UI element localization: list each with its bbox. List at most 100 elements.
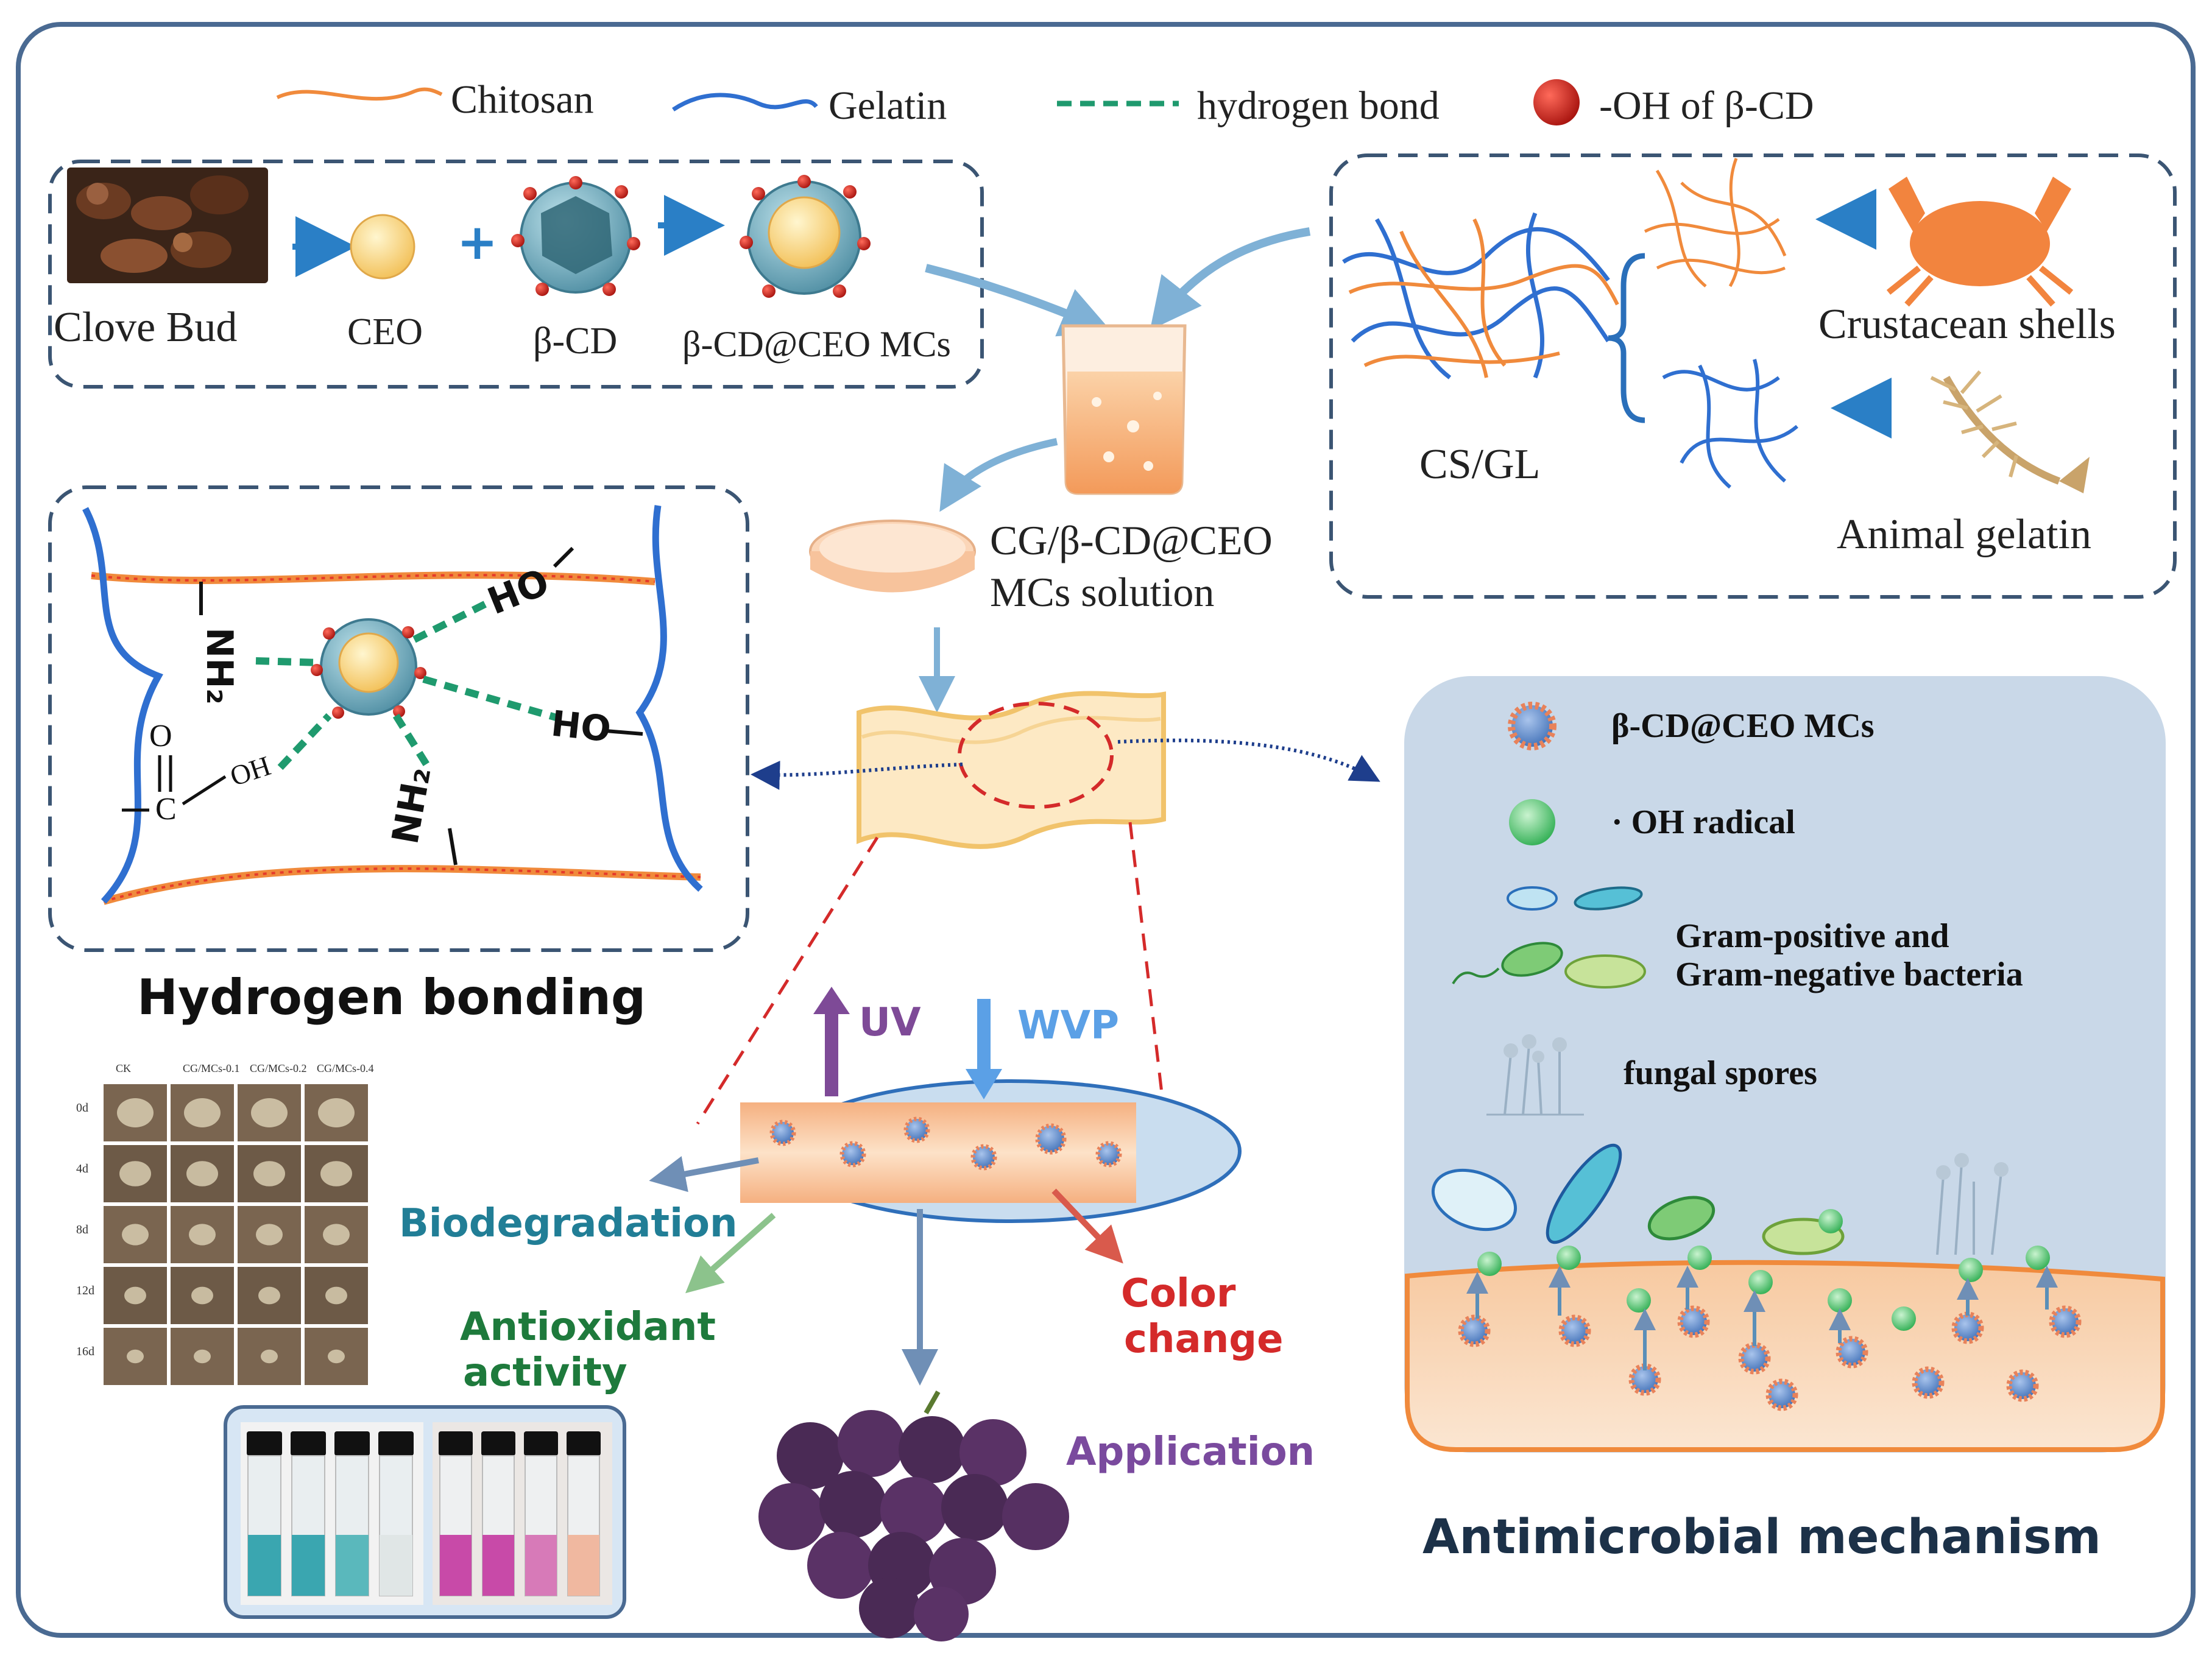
biodeg-col-label: CG/MCs-0.1: [183, 1062, 240, 1074]
gelatin-legend-line: [672, 93, 818, 111]
color-arrow: [1051, 1188, 1123, 1264]
vial-cap: [567, 1431, 601, 1456]
vial-cap: [247, 1431, 282, 1456]
legend-oh-label: -OH of β-CD: [1599, 83, 1814, 128]
chitosan-legend-line: [276, 87, 443, 101]
antioxidant-label-2: activity: [463, 1350, 627, 1395]
oh-radical: [1959, 1258, 1983, 1282]
crab-icon: [1886, 177, 2074, 307]
beaker-icon: [1061, 324, 1187, 495]
hbond-title: Hydrogen bonding: [137, 969, 646, 1026]
mechanism-panel: [1404, 676, 2166, 1453]
mcs-particle: [1951, 1311, 1984, 1344]
film-sample: [191, 1286, 213, 1305]
arrow-beaker-to-dish: [939, 438, 1058, 512]
crustacean-label: Crustacean shells: [1818, 301, 2116, 348]
film-sample: [119, 1161, 151, 1186]
film-sample: [124, 1286, 146, 1305]
solution-label-line1: CG/β-CD@CEO: [990, 517, 1273, 563]
film-sample: [251, 1098, 288, 1127]
beta-cd-label: β-CD: [533, 320, 617, 362]
hbond-network: [82, 505, 703, 905]
vials-right-photo: [433, 1422, 612, 1605]
mech-legend-oh-icon: [1509, 799, 1555, 845]
vial-liquid: [248, 1535, 281, 1596]
film-sample: [127, 1349, 144, 1364]
center-mcs-icon: [311, 618, 426, 719]
vial-liquid: [336, 1535, 369, 1596]
cell-surface: [1405, 1260, 2165, 1452]
film-sample: [318, 1098, 355, 1127]
mcs-particle: [2006, 1369, 2039, 1402]
oh-radical: [1748, 1270, 1773, 1294]
clove-bud-label: Clove Bud: [54, 304, 237, 351]
mcs-particle: [1836, 1336, 1868, 1369]
mcs-particle: [1765, 1378, 1798, 1411]
sources-dashed-box: [1329, 153, 2177, 599]
ho-bond-mid: [606, 729, 643, 736]
source-bracket: [1608, 253, 1645, 423]
vial-cap: [524, 1431, 558, 1456]
vial-liquid: [440, 1535, 472, 1596]
film-sample: [258, 1286, 280, 1305]
oh-bead-legend-icon: [1533, 79, 1580, 125]
legend-gelatin-label: Gelatin: [829, 83, 947, 128]
fungal-spore-legend-icon: [1486, 1034, 1584, 1116]
vial-liquid: [482, 1535, 514, 1596]
prep-dashed-box: [48, 160, 984, 389]
carbon-c-label: C: [155, 792, 177, 827]
film-sample: [261, 1349, 278, 1364]
vial-cap: [481, 1431, 515, 1456]
antioxidant-label-1: Antioxidant: [460, 1305, 716, 1350]
mcs-particle: [1912, 1366, 1945, 1399]
vial-cap: [291, 1431, 326, 1456]
ho-bond-top: [553, 546, 574, 568]
uv-arrowhead: [813, 987, 850, 1014]
oh-radical: [1687, 1246, 1712, 1270]
mcs-particle: [2049, 1305, 2082, 1338]
mechanism-title: Antimicrobial mechanism: [1422, 1510, 2101, 1565]
film-sample: [189, 1224, 216, 1246]
film-sample: [122, 1224, 149, 1246]
biodegradation-label: Biodegradation: [399, 1201, 738, 1246]
cs-gl-network: [1342, 212, 1619, 379]
film-sample: [256, 1224, 283, 1246]
film-sample: [184, 1098, 221, 1127]
oh-radical: [1818, 1209, 1843, 1233]
bacteria-legend-icon: [1452, 886, 1646, 989]
hbond-dashes: [255, 599, 562, 770]
vial-liquid: [525, 1535, 557, 1596]
biodeg-col-label: CG/MCs-0.2: [250, 1062, 307, 1074]
zoom-line-left: [696, 836, 879, 1125]
grapes-image: [758, 1391, 1069, 1641]
vial-cap: [334, 1431, 370, 1456]
mcs-particle: [1558, 1314, 1591, 1347]
oh-radical: [2026, 1246, 2050, 1270]
arrow-sources-to-beaker: [1150, 227, 1311, 331]
film-sample: [253, 1161, 285, 1186]
petri-dish-icon: [809, 520, 976, 593]
mech-legend-mcs-label: β-CD@CEO MCs: [1611, 707, 1875, 745]
film-sample: [194, 1349, 211, 1364]
nh2-bond-bottom: [448, 828, 458, 865]
clove-bud-image: [67, 167, 268, 283]
cs-gl-label: CS/GL: [1419, 441, 1540, 488]
color-change-label-2: change: [1124, 1317, 1283, 1362]
carbonyl-o-label: O: [149, 719, 172, 753]
legend-hbond-label: hydrogen bond: [1197, 83, 1440, 128]
fish-skeleton-icon: [1930, 370, 2090, 493]
c-oh-bond: [182, 775, 227, 806]
oh-radical: [1557, 1246, 1581, 1270]
mech-surface-microbes: [1431, 1143, 2009, 1255]
biodeg-col-label: CK: [116, 1062, 131, 1074]
mcs-particle: [1458, 1314, 1491, 1347]
application-label: Application: [1066, 1430, 1315, 1475]
vial-cap: [378, 1431, 414, 1456]
biodeg-row-label: 8d: [76, 1223, 88, 1236]
film-sample: [328, 1349, 345, 1364]
film-embedded-mcs: [769, 1116, 1122, 1171]
bacteria-label-2: Gram-negative bacteria: [1675, 956, 2023, 993]
legend-chitosan-label: Chitosan: [451, 77, 594, 122]
mcs-particle: [1738, 1342, 1771, 1375]
